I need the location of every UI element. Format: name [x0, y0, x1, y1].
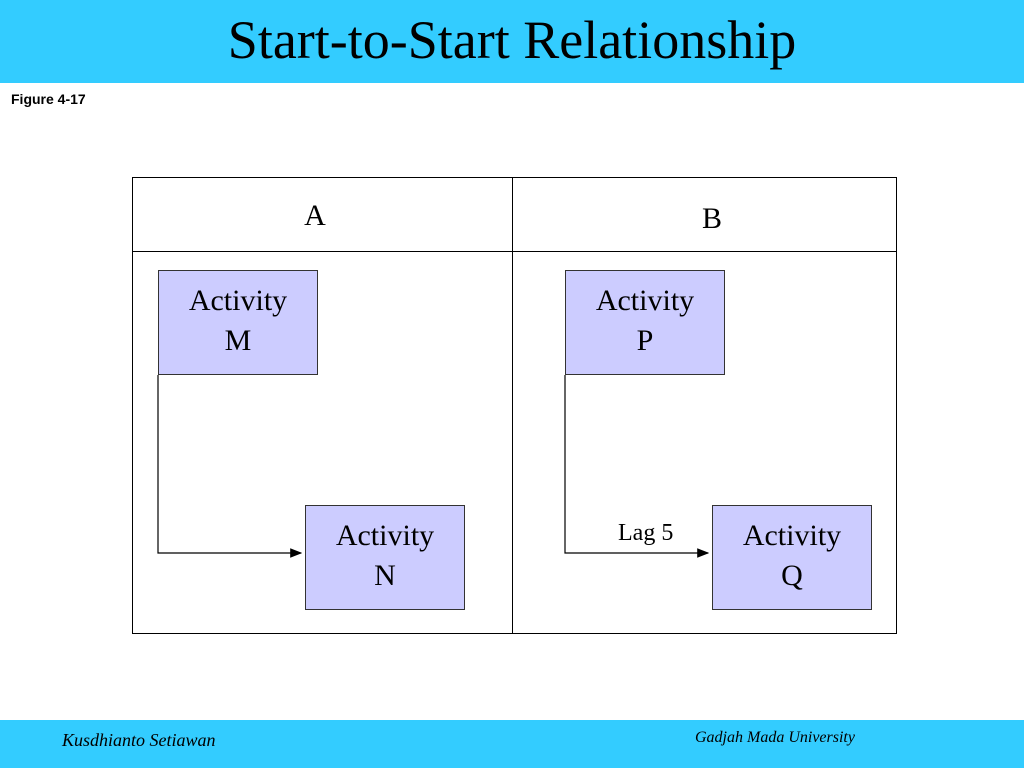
column-heading-a: A: [304, 199, 326, 232]
footer-institution: Gadjah Mada University: [695, 729, 855, 746]
lag-label: Lag 5: [618, 520, 674, 546]
activity-p-box: Activity P: [565, 270, 725, 375]
footer-bar: [0, 720, 1024, 768]
activity-m-label: Activity: [188, 284, 288, 317]
footer-author: Kusdhianto Setiawan: [62, 730, 216, 750]
activity-p-label: Activity: [595, 284, 695, 317]
title-bar: [0, 0, 1024, 83]
header-divider: [133, 251, 896, 252]
activity-p-id: P: [636, 324, 654, 357]
activity-n-label: Activity: [335, 519, 435, 552]
diagram-frame: [132, 177, 897, 634]
activity-q-box: Activity Q: [712, 505, 872, 610]
activity-n-box: Activity N: [305, 505, 465, 610]
activity-m-box: Activity M: [158, 270, 318, 375]
activity-q-id: Q: [781, 559, 803, 592]
column-heading-b: B: [701, 202, 722, 235]
activity-m-id: M: [224, 324, 252, 357]
activity-q-label: Activity: [742, 519, 842, 552]
column-divider: [512, 178, 513, 633]
activity-n-id: N: [374, 559, 396, 592]
slide-title: Start-to-Start Relationship: [227, 10, 797, 70]
figure-label: Figure 4-17: [11, 91, 86, 107]
